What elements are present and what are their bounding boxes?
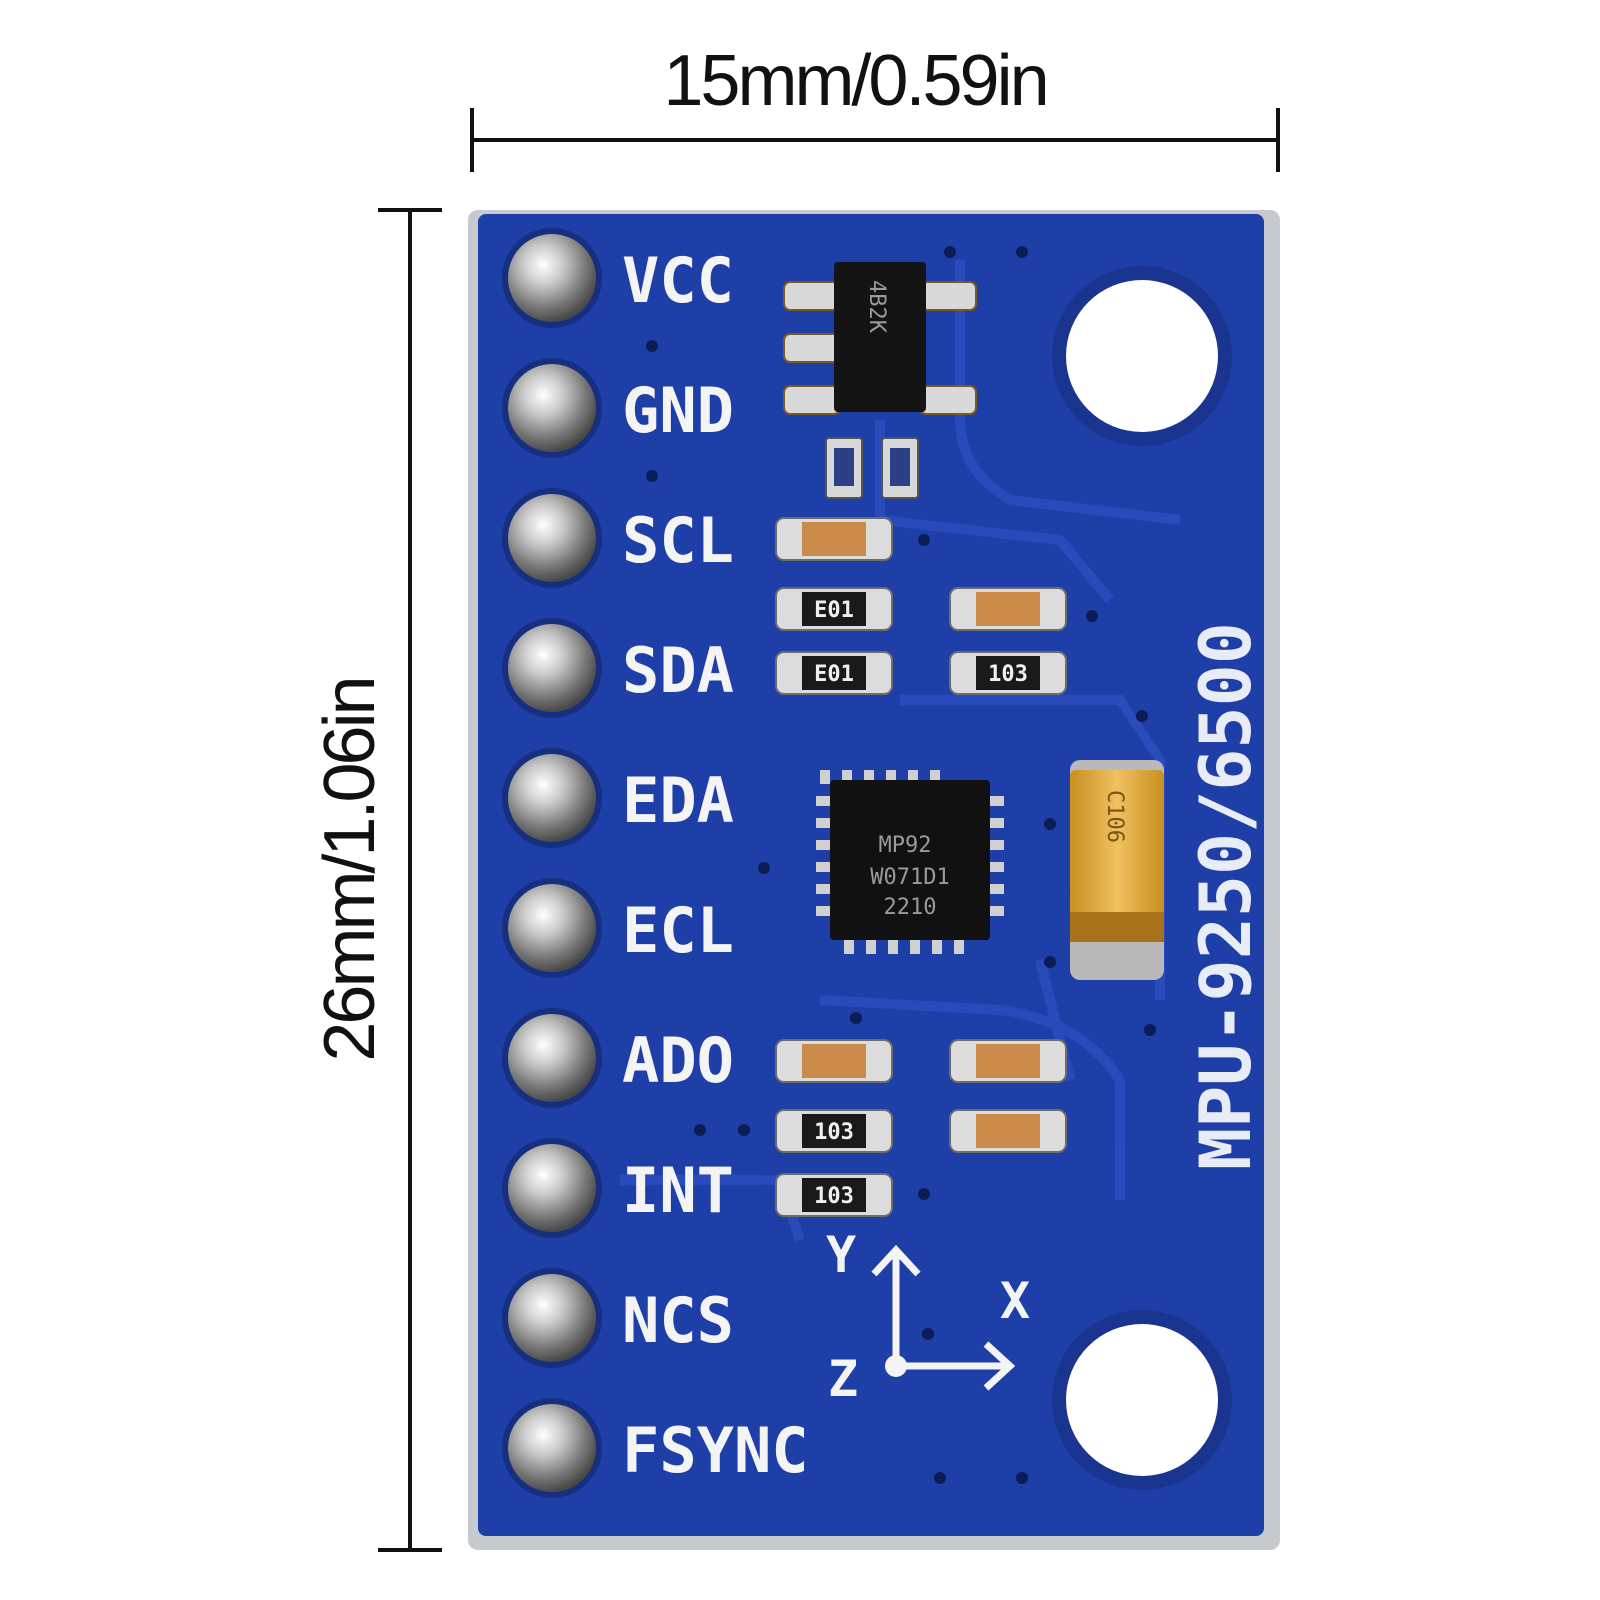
pin-label-vcc: VCC: [622, 244, 734, 317]
chip-pin: [816, 884, 830, 894]
header-pins: VCC GND SCL SDA EDA ECL ADO INT NCS FSYNC: [502, 228, 809, 1498]
resistor-marking: E01: [814, 598, 854, 623]
pin-label-ado: ADO: [622, 1024, 734, 1097]
chip-pin: [908, 770, 918, 784]
chip-pin: [910, 940, 920, 954]
smd-capacitor: [775, 517, 893, 561]
chip-pin: [990, 796, 1004, 806]
chip-pin: [816, 818, 830, 828]
chip-pin: [820, 770, 830, 784]
axis-y-label: Y: [826, 1226, 856, 1284]
pin-solder-joint: [508, 884, 596, 972]
sensor-marking-line3: 2210: [884, 895, 937, 920]
pin-label-sda: SDA: [622, 634, 734, 707]
chip-pin: [864, 770, 874, 784]
pin-solder-joint: [508, 624, 596, 712]
smd-capacitor: [949, 1039, 1067, 1083]
chip-pin: [816, 796, 830, 806]
chip-pin: [990, 906, 1004, 916]
sensor-marking-line1: MP92: [879, 833, 932, 858]
chip-pin: [816, 840, 830, 850]
height-dimension-line: [378, 208, 442, 1552]
mounting-hole-bottom: [1066, 1324, 1218, 1476]
chip-pin: [990, 818, 1004, 828]
chip-pin: [842, 770, 852, 784]
pin-solder-joint: [508, 1274, 596, 1362]
smd-resistor: 103: [775, 1109, 893, 1153]
resistor-marking: 103: [988, 662, 1028, 687]
pin-solder-joint: [508, 1144, 596, 1232]
pin-label-ncs: NCS: [622, 1284, 734, 1357]
smd-resistor: 103: [775, 1173, 893, 1217]
resistor-marking: E01: [814, 662, 854, 687]
smd-capacitor: [775, 1039, 893, 1083]
pin-solder-joint: [508, 754, 596, 842]
chip-pin: [844, 940, 854, 954]
pin-label-int: INT: [622, 1154, 734, 1227]
smd-resistor: E01: [775, 651, 893, 695]
mounting-hole-top: [1066, 280, 1218, 432]
regulator-marking: 4B2K: [864, 280, 889, 334]
resistor-marking: 103: [814, 1184, 854, 1209]
pin-solder-joint: [508, 1404, 596, 1492]
chip-pin: [990, 862, 1004, 872]
smd-resistor: E01: [775, 587, 893, 631]
axis-z-label: Z: [828, 1350, 858, 1408]
pin-solder-joint: [508, 1014, 596, 1102]
pin-solder-joint: [508, 364, 596, 452]
chip-pin: [954, 940, 964, 954]
smd-capacitor: [949, 1109, 1067, 1153]
pin-label-gnd: GND: [622, 374, 734, 447]
pin-label-eda: EDA: [622, 764, 734, 837]
chip-pin: [888, 940, 898, 954]
chip-pin: [930, 770, 940, 784]
pin-label-ecl: ECL: [622, 894, 734, 967]
chip-pin: [932, 940, 942, 954]
pin-label-scl: SCL: [622, 504, 734, 577]
resistor-marking: 103: [814, 1120, 854, 1145]
chip-pin: [816, 862, 830, 872]
axis-indicator: Y X Z: [826, 1226, 1030, 1408]
pin-solder-joint: [508, 234, 596, 322]
smd-capacitor: [949, 587, 1067, 631]
axis-x-label: X: [1000, 1272, 1030, 1330]
model-silkscreen: MPU-9250/6500: [1185, 622, 1267, 1170]
mpu-sensor-chip: MP92 W071D1 2210: [816, 770, 1004, 954]
pin-solder-joint: [508, 494, 596, 582]
pin-label-fsync: FSYNC: [622, 1414, 809, 1487]
chip-pin: [866, 940, 876, 954]
chip-pin: [816, 906, 830, 916]
tantalum-capacitor: C106: [1070, 760, 1164, 980]
chip-pin: [886, 770, 896, 784]
capacitor-marking: C106: [1102, 790, 1127, 843]
chip-pin: [990, 840, 1004, 850]
chip-pin: [990, 884, 1004, 894]
sensor-marking-line2: W071D1: [870, 865, 949, 890]
smd-resistor: 103: [949, 651, 1067, 695]
voltage-regulator: 4B2K: [783, 262, 977, 499]
width-dimension-line: [470, 108, 1280, 172]
width-dimension-label: 15mm/0.59in: [663, 41, 1049, 121]
